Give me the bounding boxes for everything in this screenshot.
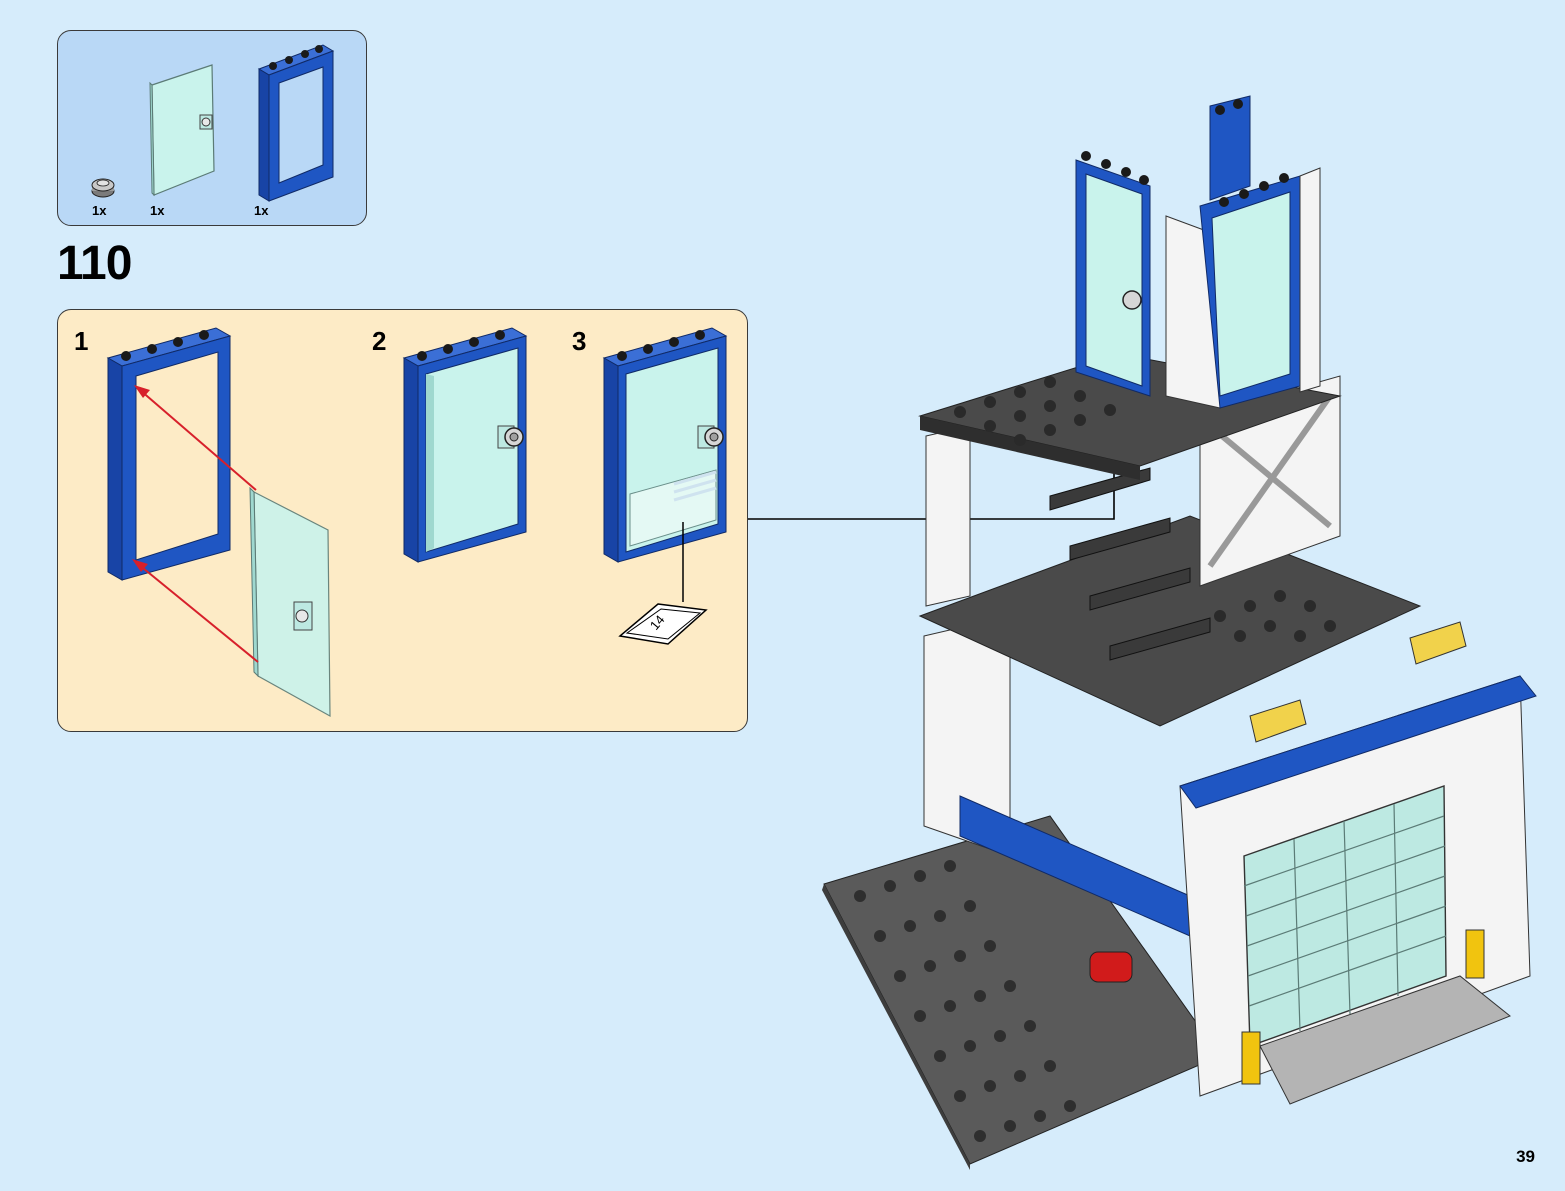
sticker-icon <box>618 603 708 645</box>
part-qty: 1x <box>150 203 165 218</box>
substep-2-illustration <box>402 327 528 563</box>
substep-3-illustration <box>602 327 728 563</box>
substep-number: 1 <box>74 326 89 356</box>
police-station-model <box>822 95 1537 1170</box>
parts-list: 1x 1x 1x <box>57 30 367 226</box>
step-number: 110 <box>57 237 132 290</box>
substep-number: 3 <box>572 326 587 356</box>
sticker-callout-line <box>682 522 684 602</box>
part-qty: 1x <box>92 203 107 218</box>
door-frame-icon <box>257 44 335 202</box>
round-plate-icon <box>91 178 115 198</box>
substep-1-illustration <box>106 327 331 718</box>
sub-assembly-panel: 1 2 3 <box>57 309 748 732</box>
page-number: 39 <box>1516 1147 1535 1166</box>
part-qty: 1x <box>254 203 269 218</box>
door-glass-icon <box>149 64 215 197</box>
substep-number: 2 <box>372 326 387 356</box>
